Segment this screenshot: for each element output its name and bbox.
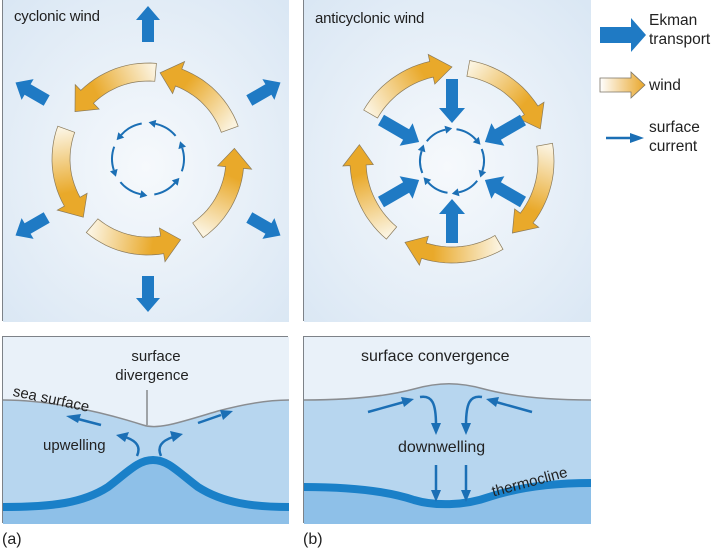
ekman-transport-arrows (378, 79, 526, 243)
wind-arrow (85, 218, 182, 263)
surface-convergence-label: surface convergence (361, 348, 510, 365)
ekman-transport-arrow (484, 114, 526, 146)
surface-current-arrow (427, 181, 448, 194)
wind-arrow (363, 53, 453, 119)
surface-current-arrowhead (417, 144, 426, 153)
sea-surface-line (304, 383, 591, 401)
wind-arrow (74, 62, 157, 112)
surface-current-arrow-icon (606, 133, 644, 143)
surface-current-arrowhead (148, 119, 157, 128)
wind-arrow (192, 147, 253, 239)
subfigure-label-a: (a) (2, 531, 22, 548)
legend-icons (599, 18, 646, 143)
surface-divergence-label: surface divergence (115, 347, 191, 385)
subfigure-label-b: (b) (303, 531, 323, 548)
cyclonic-title: cyclonic wind (14, 8, 100, 25)
wind-arrow (512, 142, 555, 234)
anticyclonic-wind-panel: anticyclonic wind (303, 0, 591, 322)
downwelling-cross-section: surface convergence downwelling thermocl… (303, 336, 591, 524)
legend-item-wind: wind (649, 76, 681, 95)
wind-arrows-ring (51, 60, 253, 263)
ekman-transport-arrow (15, 79, 50, 106)
cyclonic-diagram (3, 0, 289, 322)
surface-current-arrow (419, 150, 424, 174)
wind-arrows-ring (342, 53, 555, 267)
ekman-transport-arrow (136, 6, 160, 42)
surface-current-arrow (154, 182, 176, 196)
anticyclonic-diagram (304, 0, 591, 322)
ekman-transport-arrow (378, 176, 420, 208)
label-line: surface (131, 348, 181, 365)
surface-current-arrow (458, 180, 478, 194)
legend-label: Ekman (649, 12, 698, 29)
legend-label: transport (649, 31, 711, 48)
ekman-transport-arrow (136, 276, 160, 312)
surface-current-arrowhead (139, 190, 148, 199)
surface-current-arrow (120, 122, 142, 136)
anticyclonic-title: anticyclonic wind (315, 10, 425, 27)
ekman-transport-arrows (15, 6, 281, 312)
label-line: divergence (115, 367, 189, 384)
surface-current-arrows (417, 125, 487, 197)
ekman-transport-arrow (439, 199, 465, 243)
ekman-transport-arrow-icon (600, 18, 646, 52)
surface-current-arrowhead (444, 125, 453, 134)
surface-current-arrow (111, 146, 116, 171)
ekman-transport-arrow (15, 212, 50, 239)
upwelling-label: upwelling (43, 437, 106, 454)
surface-current-arrowhead (178, 141, 186, 150)
surface-current-arrow (180, 147, 185, 172)
surface-current-arrow (119, 181, 141, 196)
wind-arrow (466, 60, 545, 130)
downwelling-label: downwelling (398, 439, 486, 456)
legend-label: current (649, 138, 698, 155)
surface-current-arrows (110, 119, 186, 199)
legend-item-surface-current: surface current (649, 118, 700, 156)
legend-label: wind (649, 77, 681, 94)
surface-current-arrowhead (472, 136, 481, 145)
surface-current-arrowhead (478, 169, 487, 178)
downwelling-diagram (304, 337, 591, 524)
upwelling-cross-section: surface divergence sea surface upwelling (2, 336, 289, 524)
sea-surface-line (3, 399, 289, 428)
wind-arrow (51, 125, 88, 218)
wind-arrow (342, 144, 398, 240)
wind-arrow-icon (599, 71, 646, 99)
surface-current-arrow (456, 128, 477, 141)
surface-current-arrow (480, 148, 485, 172)
current-arrowheads (66, 410, 233, 442)
surface-current-arrows (367, 395, 533, 492)
cyclonic-wind-panel: cyclonic wind (2, 0, 289, 322)
wind-arrow (404, 235, 504, 267)
legend-label: surface (649, 119, 700, 136)
surface-current-arrows (77, 413, 222, 457)
legend-item-ekman: Ekman transport (649, 11, 710, 49)
surface-current-arrowhead (110, 168, 118, 177)
surface-current-arrowhead (451, 188, 460, 197)
current-arrowheads (401, 397, 499, 502)
ekman-transport-arrow (439, 79, 465, 123)
surface-current-arrowhead (171, 177, 180, 186)
surface-current-arrowhead (423, 177, 432, 186)
ekman-transport-arrow (246, 79, 281, 106)
ekman-transport-arrow (246, 212, 281, 239)
upwelling-diagram (3, 337, 289, 524)
wind-arrow (159, 60, 239, 133)
deep-water (3, 460, 289, 524)
thermocline-line (304, 479, 591, 509)
surface-current-arrow (155, 122, 177, 137)
surface-current-arrow (426, 128, 446, 142)
ekman-transport-arrow (484, 176, 526, 208)
surface-current-arrowhead (116, 132, 125, 141)
ekman-transport-arrow (378, 114, 420, 146)
thermocline-line (3, 455, 289, 511)
